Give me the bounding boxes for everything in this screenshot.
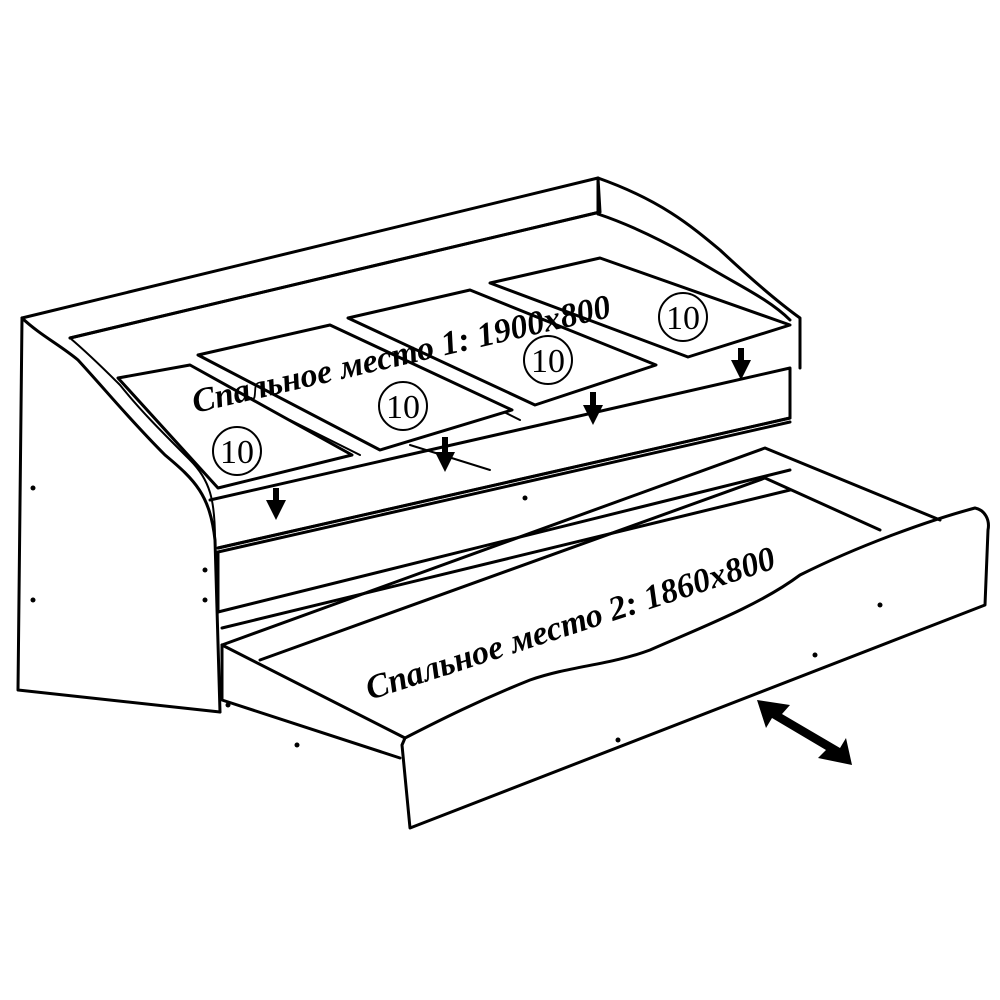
panel-marker-1-label: 10: [220, 434, 254, 471]
panel-marker-2: 10: [378, 381, 428, 431]
panel-marker-3-label: 10: [531, 343, 565, 380]
down-arrow-4: [731, 348, 751, 380]
right-headboard: [596, 176, 802, 370]
slat-panel-3: [346, 288, 658, 407]
panel-marker-4-label: 10: [666, 300, 700, 337]
back-panel: [20, 176, 602, 340]
panel-marker-3: 10: [523, 335, 573, 385]
panel-marker-1: 10: [212, 426, 262, 476]
slat-panel-4: [488, 256, 792, 359]
down-arrow-1: [266, 488, 286, 520]
panel-marker-2-label: 10: [386, 389, 420, 426]
left-headboard: [16, 316, 222, 714]
sleeping-place-2-label: Спальное место 2: 1860х800: [361, 540, 780, 708]
slat-panel-2: [196, 323, 514, 452]
down-arrow-3: [583, 392, 603, 425]
down-arrow-2: [435, 437, 455, 472]
panel-marker-4: 10: [658, 292, 708, 342]
pull-direction-arrow-icon: [757, 700, 852, 765]
pull-out-drawer: [220, 446, 990, 830]
